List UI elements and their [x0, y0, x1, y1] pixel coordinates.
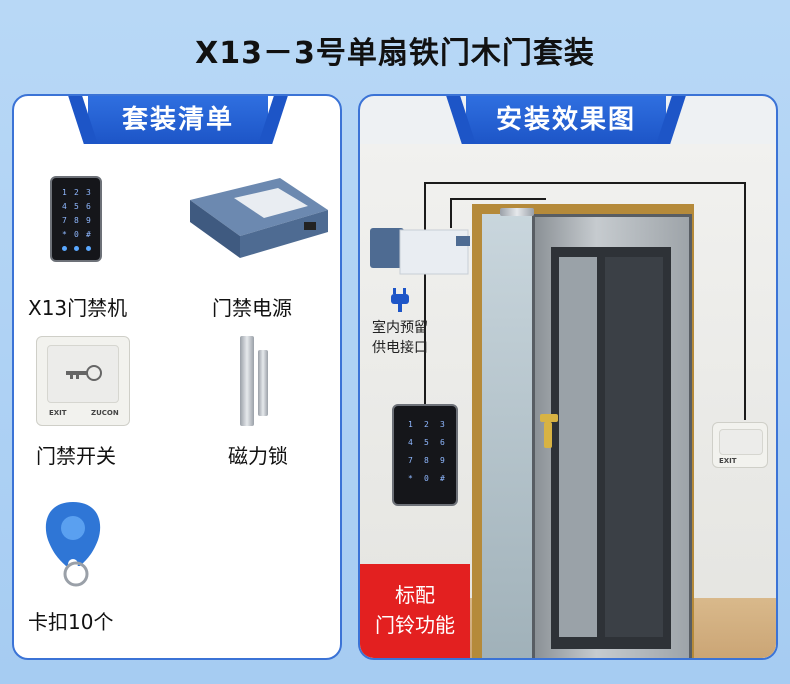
- brand-text: ZUCON: [91, 409, 119, 417]
- install-effect-panel: 室内预留 供电接口 1 2 3 4 5 6 7 8 9 * 0 # EXIT 标…: [358, 94, 778, 660]
- power-plug-icon: [391, 288, 409, 312]
- key-4: 4: [62, 202, 67, 211]
- keyfob-label: 卡扣10个: [28, 610, 114, 634]
- installed-power-supply: [370, 228, 470, 275]
- door-handle: [540, 414, 558, 422]
- power-supply-icon: [190, 178, 328, 258]
- key-7: 7: [62, 216, 67, 225]
- keyfob-icon: [45, 502, 101, 587]
- installed-keypad: 1 2 3 4 5 6 7 8 9 * 0 #: [392, 404, 458, 506]
- power-note: 室内预留 供电接口: [372, 320, 428, 356]
- installed-magnetic-lock: [500, 208, 534, 216]
- kit-list-panel: 套装清单 1 2 3 4 5 6 7 8 9 * 0 # X13门禁机: [12, 94, 342, 660]
- door-leaf: [532, 214, 692, 658]
- key-6: 6: [86, 202, 91, 211]
- key-9: 9: [86, 216, 91, 225]
- key-star: *: [62, 230, 67, 239]
- exit-button-icon: EXIT ZUCON: [36, 336, 130, 426]
- door-grille: [551, 247, 671, 649]
- installed-exit-button: EXIT: [712, 422, 768, 468]
- key-5: 5: [74, 202, 79, 211]
- key-2: 2: [74, 188, 79, 197]
- key-3: 3: [86, 188, 91, 197]
- power-supply-label: 门禁电源: [212, 296, 292, 320]
- access-keypad-icon: 1 2 3 4 5 6 7 8 9 * 0 #: [50, 176, 102, 262]
- magnetic-lock-label: 磁力锁: [228, 444, 288, 468]
- key-8: 8: [74, 216, 79, 225]
- doorbell-badge: 标配 门铃功能: [360, 564, 470, 658]
- page-title: X13－3号单扇铁门木门套装: [195, 36, 595, 71]
- magnetic-lock-icon: [240, 336, 254, 426]
- install-effect-tab: 安装效果图: [466, 96, 666, 144]
- key-hash: #: [86, 230, 91, 239]
- access-controller-label: X13门禁机: [28, 296, 128, 320]
- key-0: 0: [74, 230, 79, 239]
- kit-list-tab: 套装清单: [88, 96, 268, 144]
- key-1: 1: [62, 188, 67, 197]
- exit-text: EXIT: [49, 409, 67, 417]
- exit-button-label: 门禁开关: [36, 444, 116, 468]
